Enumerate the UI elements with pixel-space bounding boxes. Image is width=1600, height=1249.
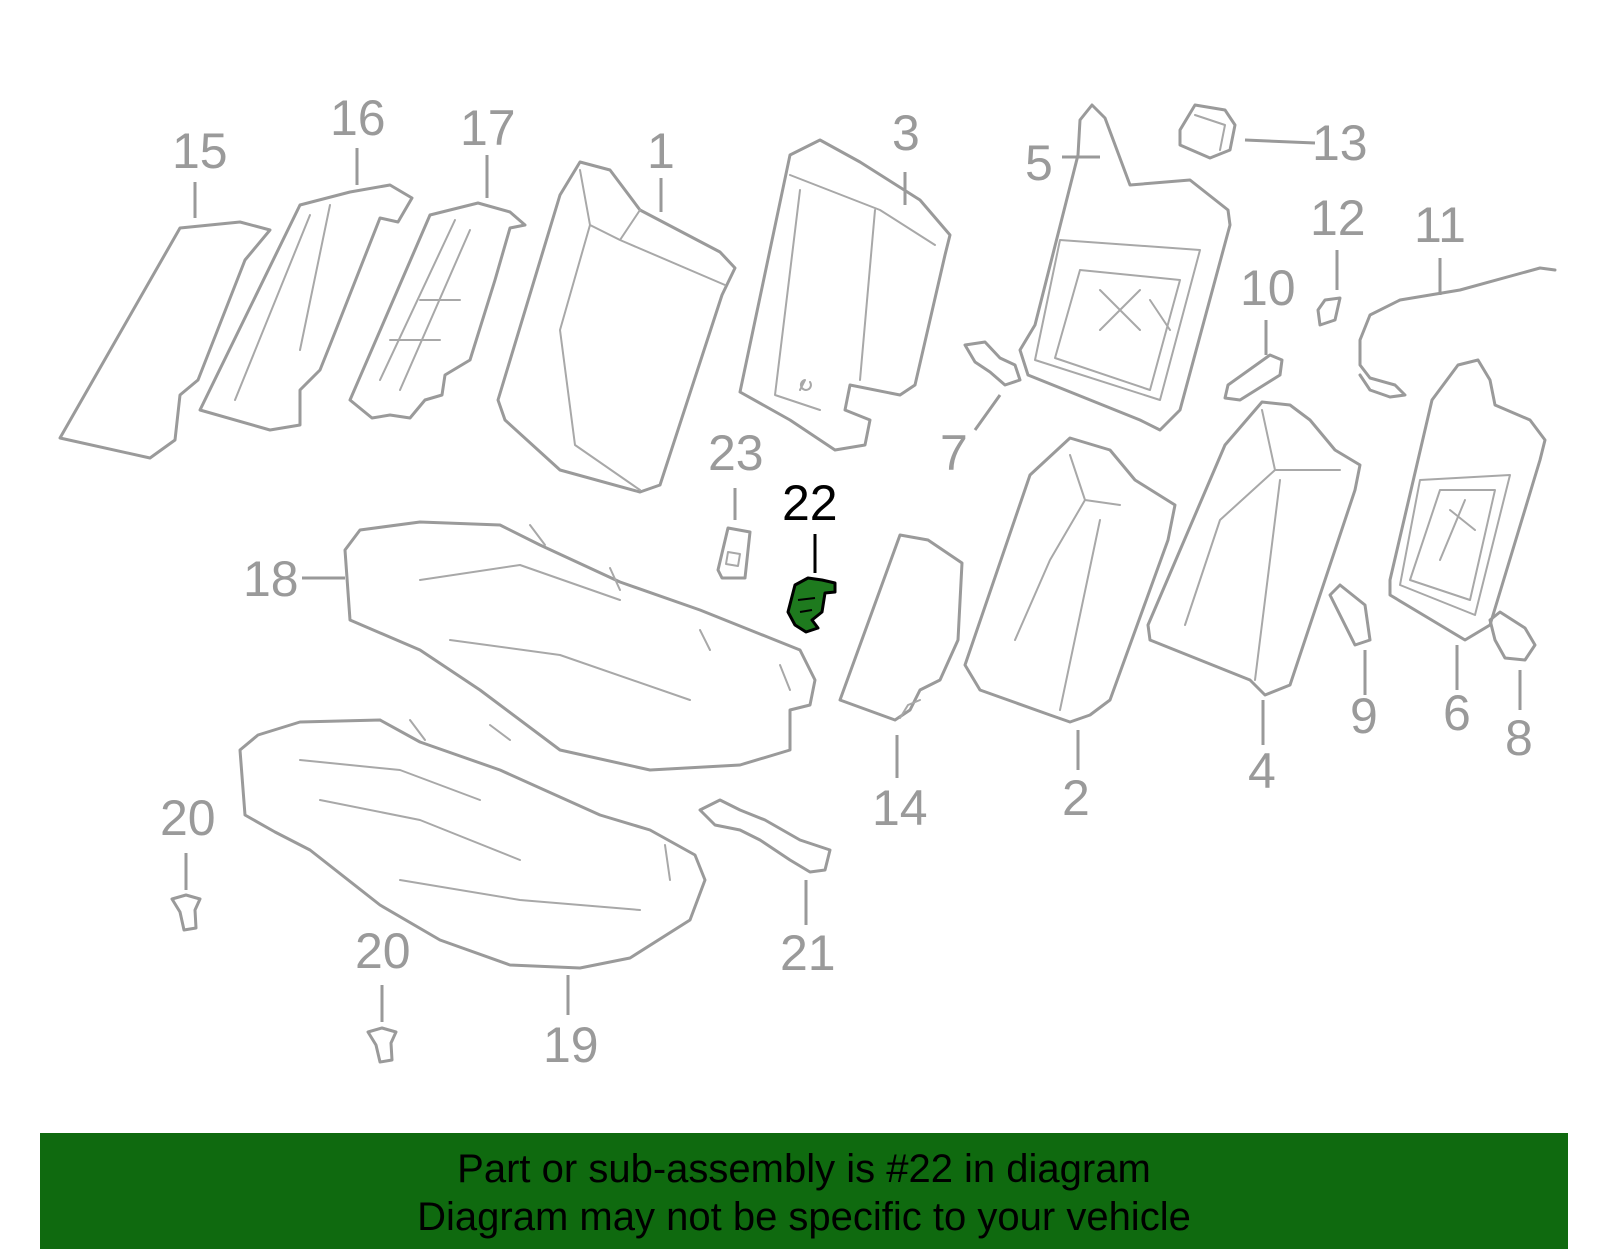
label-11: 11 — [1414, 197, 1466, 253]
label-15: 15 — [172, 123, 228, 179]
label-20b: 20 — [355, 923, 411, 979]
part-20b-clip[interactable] — [366, 1026, 398, 1064]
part-3-seat-back-frame[interactable] — [738, 138, 952, 452]
label-2: 2 — [1062, 770, 1090, 826]
part-20a-clip[interactable] — [170, 893, 202, 932]
label-22-highlighted: 22 — [782, 475, 838, 531]
part-14-panel[interactable] — [838, 533, 964, 722]
part-22-bracket-highlighted[interactable] — [786, 576, 837, 634]
label-9: 9 — [1350, 688, 1378, 744]
label-16: 16 — [330, 90, 386, 146]
part-12-clip[interactable] — [1316, 296, 1342, 327]
label-6: 6 — [1443, 685, 1471, 741]
part-18-seat-cushion[interactable] — [343, 520, 817, 772]
info-banner: Part or sub-assembly is #22 in diagram D… — [40, 1133, 1568, 1249]
label-19: 19 — [543, 1017, 599, 1073]
part-11-cable[interactable] — [1358, 266, 1557, 399]
part-4-seat-back[interactable] — [1146, 400, 1362, 697]
banner-line-2: Diagram may not be specific to your vehi… — [417, 1195, 1191, 1239]
part-2-seat-back-cover[interactable] — [963, 436, 1177, 724]
part-1-seat-back[interactable] — [496, 160, 737, 494]
label-10: 10 — [1240, 260, 1296, 316]
part-9-bracket[interactable] — [1328, 583, 1372, 647]
label-1: 1 — [647, 123, 675, 179]
label-7: 7 — [940, 425, 968, 481]
part-13-clip[interactable] — [1178, 103, 1237, 160]
part-10-handle[interactable] — [1223, 353, 1284, 402]
label-20a: 20 — [160, 790, 216, 846]
label-21: 21 — [780, 925, 836, 981]
label-5: 5 — [1025, 135, 1053, 191]
label-13: 13 — [1312, 115, 1368, 171]
part-19-cushion-frame[interactable] — [238, 718, 707, 970]
banner-line-1: Part or sub-assembly is #22 in diagram — [457, 1147, 1151, 1191]
part-7-bracket[interactable] — [963, 340, 1022, 387]
label-18: 18 — [243, 551, 299, 607]
label-12: 12 — [1310, 190, 1366, 246]
label-14: 14 — [872, 780, 928, 836]
part-6-seat-back-frame[interactable] — [1388, 358, 1547, 642]
part-17-frame[interactable] — [348, 201, 527, 420]
part-8-bracket[interactable] — [1488, 610, 1537, 662]
part-5-frame-panel[interactable] — [1018, 103, 1232, 432]
label-4: 4 — [1248, 743, 1276, 799]
label-3: 3 — [892, 105, 920, 161]
part-15-panel[interactable] — [58, 220, 272, 460]
label-17: 17 — [460, 100, 516, 156]
part-23-block[interactable] — [716, 526, 752, 580]
leader-lines — [184, 138, 1522, 1022]
label-23: 23 — [708, 425, 764, 481]
label-8: 8 — [1505, 710, 1533, 766]
part-16-panel[interactable] — [198, 183, 414, 432]
part-21-bracket[interactable] — [698, 798, 832, 874]
